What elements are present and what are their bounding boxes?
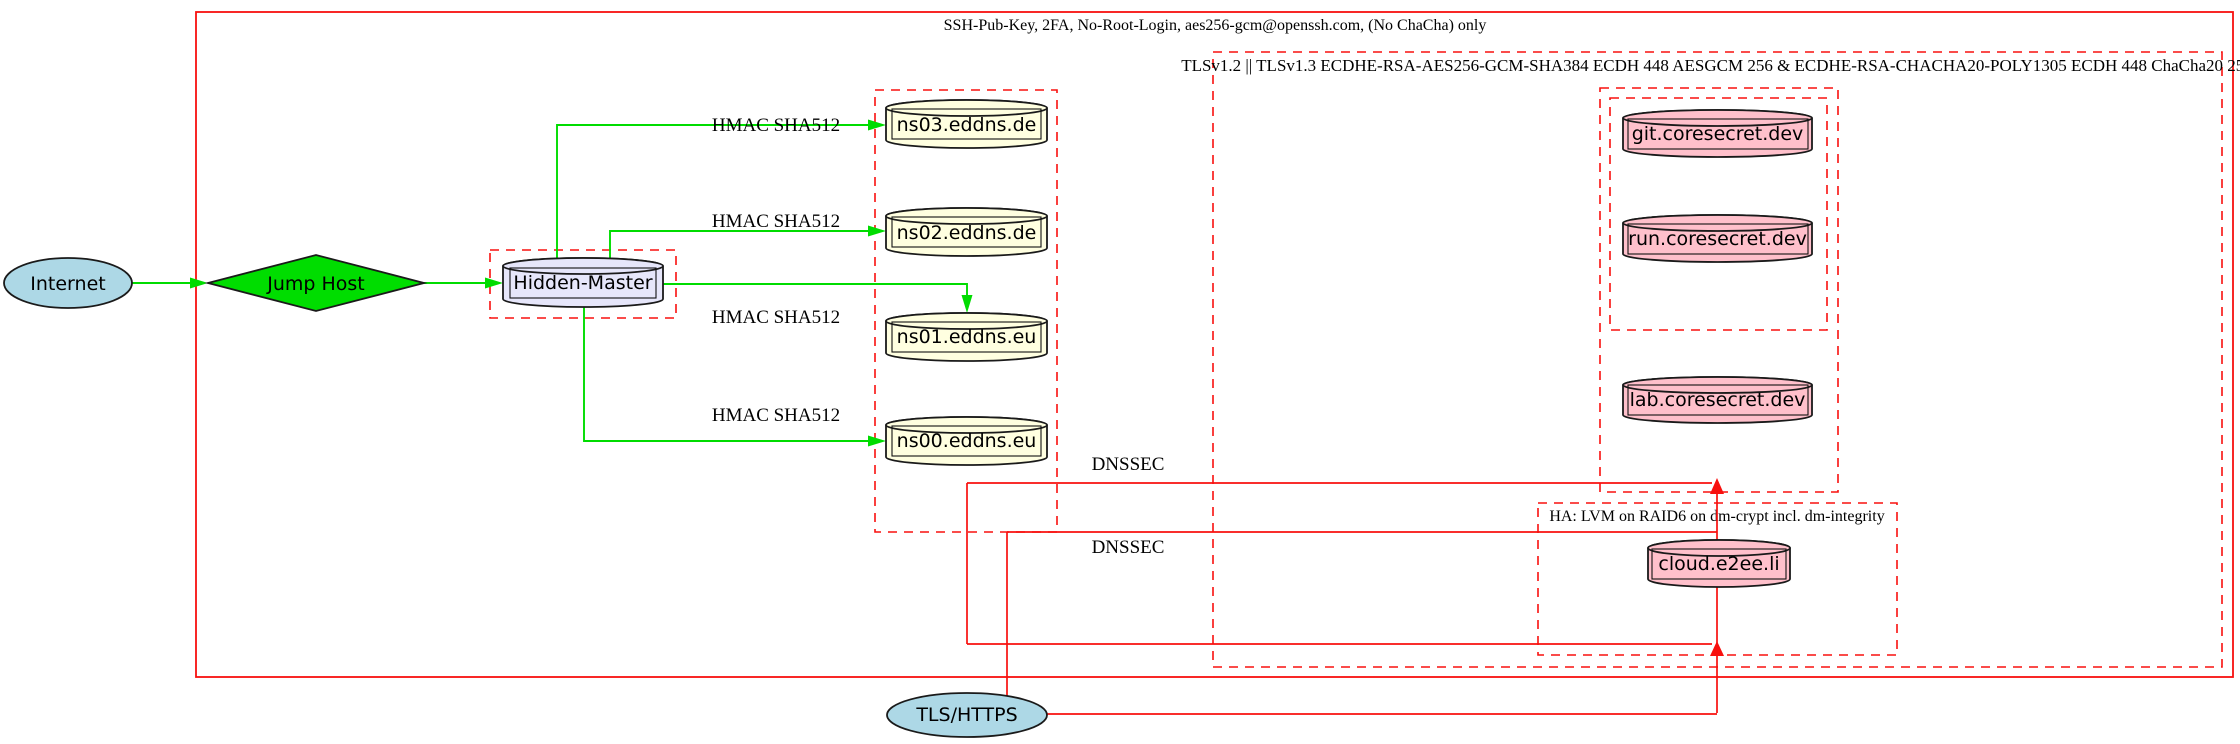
ns01-labelbox [891, 321, 1042, 353]
ns02-labelbox [891, 216, 1042, 248]
lab-labelbox [1627, 384, 1809, 416]
edge-label-dnssec-top: DNSSEC [1092, 454, 1165, 475]
node-jump-host: Jump Host [204, 254, 428, 312]
arrowhead-jumphost [190, 277, 208, 289]
node-tls-https: TLS/HTTPS [886, 692, 1048, 738]
node-lab: lab.coresecret.dev [1622, 376, 1813, 424]
ns00-labelbox [891, 425, 1042, 457]
run-labelbox [1627, 223, 1809, 255]
node-tls-https-label: TLS/HTTPS [915, 704, 1017, 726]
node-ns00: ns00.eddns.eu [885, 416, 1048, 466]
arrowhead-ns01 [961, 295, 973, 313]
node-cloud-label: cloud.e2ee.li [1658, 553, 1779, 575]
node-internet: Internet [3, 257, 133, 309]
cloud-cylinder-cap [1647, 539, 1791, 557]
edge-hiddenmaster-ns00 [583, 306, 869, 442]
edge-label-hmac-ns00: HMAC SHA512 [712, 405, 840, 426]
node-ns00-label: ns00.eddns.eu [897, 430, 1037, 452]
node-jump-host-label: Jump Host [266, 273, 365, 295]
internet-ellipse [3, 257, 133, 309]
hidden-master-labelbox [509, 267, 657, 299]
node-ns01-label: ns01.eddns.eu [897, 326, 1037, 348]
jump-host-diamond [204, 254, 428, 312]
git-cylinder-cap [1622, 109, 1813, 127]
node-git-label: git.coresecret.dev [1632, 123, 1804, 145]
arrowhead-hiddenmaster [485, 277, 503, 289]
node-lab-label: lab.coresecret.dev [1630, 389, 1806, 411]
tls-https-ellipse [886, 692, 1048, 738]
arrowhead-ns03 [868, 119, 886, 131]
ns00-cylinder-cap [885, 416, 1048, 434]
cluster-nameservers-box [874, 89, 1058, 533]
git-labelbox [1627, 118, 1809, 150]
node-git: git.coresecret.dev [1622, 109, 1813, 158]
ns03-labelbox [891, 108, 1042, 140]
edge-label-hmac-ns01: HMAC SHA512 [712, 307, 840, 328]
arrowhead-into-ha [1710, 641, 1724, 656]
node-ns01: ns01.eddns.eu [885, 312, 1048, 362]
edge-hiddenmaster-ns03 [556, 124, 869, 259]
node-hidden-master-label: Hidden-Master [513, 272, 652, 294]
node-ns02: ns02.eddns.de [885, 207, 1048, 257]
arrowhead-ns02 [868, 225, 886, 237]
ns02-cylinder-cap [885, 207, 1048, 225]
node-hidden-master: Hidden-Master [502, 257, 664, 308]
edge-label-hmac-ns03: HMAC SHA512 [712, 115, 840, 136]
node-cloud: cloud.e2ee.li [1647, 539, 1791, 588]
ns01-cylinder-cap [885, 312, 1048, 330]
edge-hiddenmaster-ns02 [609, 230, 869, 259]
node-internet-label: Internet [30, 273, 105, 295]
ns03-cylinder-cap [885, 99, 1048, 117]
arrowhead-ns00 [868, 435, 886, 447]
arrowhead-into-coresecret [1710, 478, 1724, 494]
edge-label-dnssec-bottom: DNSSEC [1092, 537, 1165, 558]
hidden-master-cylinder-cap [502, 257, 664, 275]
cluster-ssh-box [195, 11, 2234, 678]
node-run-label: run.coresecret.dev [1628, 228, 1807, 250]
node-ns03: ns03.eddns.de [885, 99, 1048, 149]
node-ns03-label: ns03.eddns.de [897, 114, 1037, 136]
cluster-tls-label: TLSv1.2 || TLSv1.3 ECDHE-RSA-AES256-GCM-… [1181, 56, 2240, 75]
cloud-labelbox [1651, 548, 1787, 580]
run-cylinder-cap [1622, 214, 1813, 232]
edge-hiddenmaster-ns01 [663, 283, 968, 296]
cluster-ssh-label: SSH-Pub-Key, 2FA, No-Root-Login, aes256-… [944, 17, 1487, 34]
node-run: run.coresecret.dev [1622, 214, 1813, 263]
node-ns02-label: ns02.eddns.de [897, 222, 1037, 244]
edge-label-hmac-ns02: HMAC SHA512 [712, 211, 840, 232]
